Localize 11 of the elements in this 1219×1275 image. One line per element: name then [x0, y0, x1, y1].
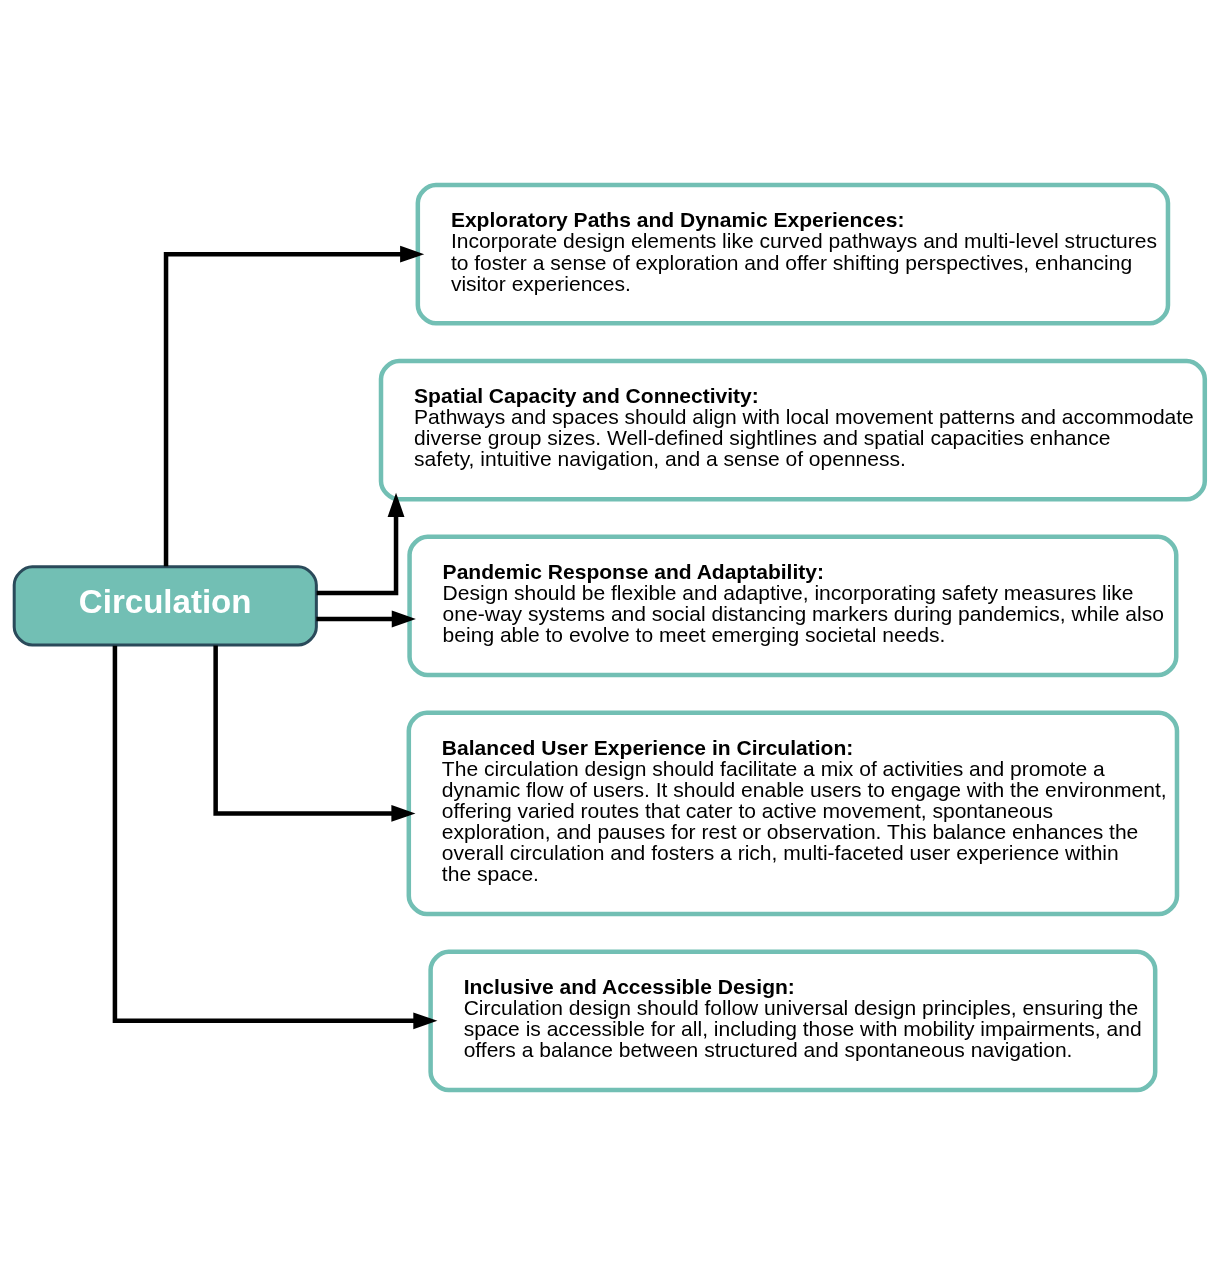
arrow	[316, 610, 416, 628]
node-box: Circulation	[12, 565, 318, 647]
arrow	[163, 245, 425, 567]
arrow	[316, 492, 405, 596]
node-box: Balanced User Experience in Circulation: The circulation design should facilitate a mix of activities and promote a dynamic flow of users. It should enable users to engage with the environment, offering varied routes that cater to active movement, spontaneous exploration, and pauses for rest or observation. This balance enhances the overall circulation and fosters a rich, multi-faceted user experience within the space.	[406, 710, 1180, 917]
node-box: Exploratory Paths and Dynamic Experiences: Incorporate design elements like curved pathways and multi-level structures to foster a sense of exploration and offer shifting perspectives, enhancing visitor experiences.	[415, 182, 1171, 326]
arrow	[112, 645, 438, 1030]
node-box: Spatial Capacity and Connectivity: Pathways and spaces should align with local movement patterns and accommodate diverse group sizes. Well-defined sightlines and spatial capacities enhance safety, intuitive navigation, and a sense of openness.	[378, 358, 1208, 502]
arrow	[213, 645, 416, 822]
node-box: Inclusive and Accessible Design: Circulation design should follow universal design principles, ensuring the space is accessible for all, including those with mobility impairments, and offers a balance between structured and spontaneous navigation.	[428, 949, 1158, 1093]
node-box: Pandemic Response and Adaptability: Design should be flexible and adaptive, incorporating safety measures like one-way systems and social distancing markers during pandemics, while also being able to evolve to meet emerging societal needs.	[407, 534, 1179, 678]
